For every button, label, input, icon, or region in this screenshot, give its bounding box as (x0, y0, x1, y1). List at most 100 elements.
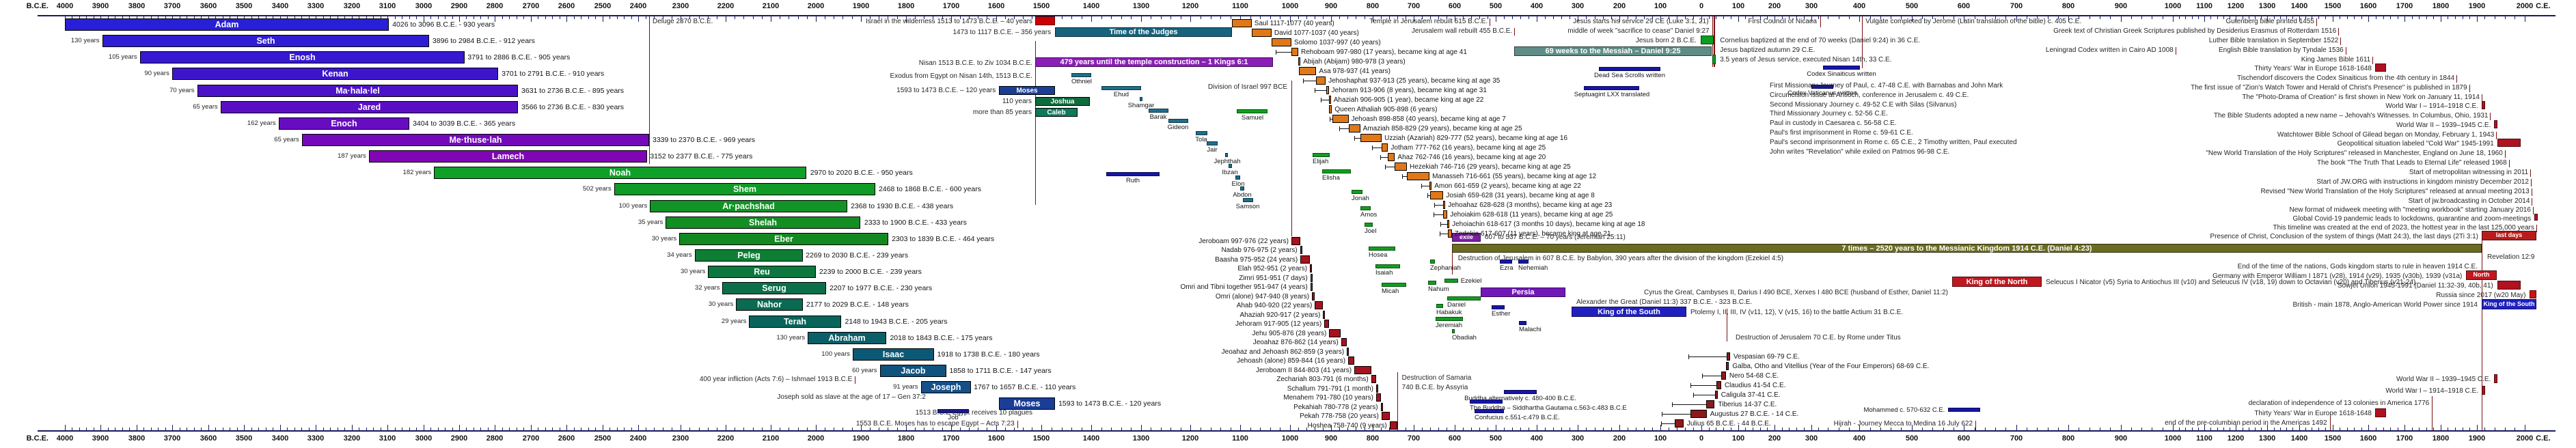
axis-tick (1023, 16, 1024, 19)
axis-tick-label: 4000 (56, 2, 74, 10)
smallbar-malachi (1519, 321, 1526, 325)
annotation-the-first-issue-of-zion-s-w: The first issue of "Zion's Watch Tower a… (2191, 84, 2467, 92)
axis-tick (1250, 16, 1251, 19)
axis-tick (816, 425, 817, 430)
axis-tick (915, 428, 916, 430)
lifebar-moses: Moses (999, 397, 1055, 410)
axis-tick-label: 3200 (343, 2, 361, 10)
smallbar-ezekiel (1444, 279, 1458, 283)
axis-line-bottom (38, 430, 2556, 432)
israel-king-jehoram (1324, 320, 1329, 328)
axis-tick-label: 2400 (629, 2, 647, 10)
lifebar-dates: 3566 to 2736 B.C.E. - 830 years (521, 103, 625, 111)
lifebar-name: Seth (256, 36, 275, 46)
axis-tick-label: 1200 (1181, 434, 1199, 443)
axis-tick (1339, 16, 1340, 19)
axis-tick (1161, 428, 1162, 430)
smallbar-label-ehud: Ehud (1113, 91, 1129, 98)
axis-tick (2412, 16, 2413, 19)
annotation-607-to-537-b-c-e-70-years: 607 to 537 B.C.E. – 70 years (Jeremiah 2… (1484, 234, 1626, 241)
smallbar-label-zephaniah: Zephaniah (1430, 264, 1461, 272)
axis-tick-label: 400 (1530, 2, 1544, 10)
axis-tick (654, 16, 655, 19)
axis-tick (1220, 16, 1221, 19)
annotation-tick (2340, 38, 2341, 45)
axis-tick-label: 1700 (942, 434, 960, 443)
period-ww2-top (2494, 120, 2497, 128)
event-line (1714, 16, 1715, 67)
axis-tick (609, 428, 610, 430)
axis-tick (743, 16, 744, 19)
annotation-start-of-metropolitan-witnes: Start of metropolitan witnessing in 2011 (2409, 169, 2529, 176)
lifebar-offset: 60 years (852, 367, 877, 374)
lifebar-nahor: Nahor (736, 298, 803, 311)
lifebar-dates: 2177 to 2029 B.C.E. - 148 years (806, 300, 909, 309)
axis-tick (323, 428, 324, 430)
emperor-whisker-cap (1701, 374, 1703, 378)
period-label-king-of-south-daniel: King of the South (1598, 307, 1660, 316)
axis-tick (1709, 428, 1710, 430)
axis-tick (480, 16, 481, 19)
axis-tick (488, 16, 489, 19)
smallbar-label-buddha-alternatively-c-480-400-b-c-e: Buddha alternatively c. 480-400 B.C.E. (1464, 395, 1576, 402)
axis-tick (1545, 16, 1546, 19)
axis-tick (2037, 16, 2038, 19)
lifebar-name: Adam (215, 20, 239, 29)
israel-king-jehu (1329, 329, 1341, 337)
axis-tick (366, 428, 367, 430)
axis-tick (2299, 16, 2300, 22)
axis-tick (708, 16, 709, 19)
annotation-russia-since-2017-w20-may: Russia since 2017 (w20 May) (2436, 292, 2526, 299)
event-line (1820, 16, 1821, 27)
axis-tick (2426, 428, 2427, 430)
axis-tick (1796, 428, 1797, 430)
smallbar-jephthah (1225, 153, 1228, 157)
axis-tick (488, 428, 489, 430)
israel-king-label: Nadab 976-975 (2 years) (1221, 247, 1298, 254)
annotation-greek-text-of-christian-gree: Greek text of Christian Greek Scriptures… (2053, 27, 2337, 35)
lifebar-name: Kenan (322, 69, 348, 79)
emperor-whisker-cap (1660, 421, 1662, 426)
smallbar-label-joel: Joel (1365, 227, 1377, 235)
axis-tick-label: 0 (1699, 2, 1704, 10)
axis-tick-label: 1400 (1082, 2, 1100, 10)
annotation-world-war-ii-1939-1945-c-e: World War II – 1939–1945 C.E. (2396, 122, 2491, 129)
axis-tick (1603, 428, 1604, 430)
axis-tick (617, 16, 618, 19)
axis-tick-label: 200 (1613, 434, 1626, 443)
smallbar-micah (1382, 283, 1406, 287)
axis-tick (395, 16, 396, 19)
period-thirty-years-war-bottom (2375, 408, 2386, 417)
axis-tick (1709, 16, 1710, 19)
israel-king-label: Zechariah 803-791 (6 months) (1276, 376, 1369, 383)
axis-tick (689, 16, 690, 19)
axis-tick (172, 425, 173, 430)
axis-tick-label: 1600 (2359, 2, 2377, 10)
smallbar-othniel (1071, 73, 1091, 77)
axis-tick-label: 400 (1530, 434, 1544, 443)
axis-tick (1804, 16, 1805, 19)
axis-tick (2469, 428, 2470, 430)
axis-tick (1586, 428, 1587, 430)
axis-tick-label: 3800 (128, 434, 146, 443)
annotation-thirty-years-war-in-europe: Thirty Years' War in Europe 1618-1648 (2254, 65, 2372, 72)
event-line (1452, 251, 1453, 275)
axis-tick (870, 16, 871, 19)
axis-tick (566, 16, 567, 22)
axis-tick-label: 1900 (2468, 434, 2486, 443)
axis-tick-label: 1200 (2227, 2, 2245, 10)
annotation-first-council-of-nicaea: First Council of Nicaea (1748, 18, 1817, 25)
axis-tick (122, 428, 123, 430)
axis-tick (861, 16, 862, 22)
axis-tick (1644, 16, 1645, 19)
age-whisker (1329, 119, 1332, 120)
judah-king-label: Ahaz 762-746 (16 years), became king at … (1397, 154, 1546, 161)
axis-tick (459, 16, 460, 22)
axis-tick (201, 16, 202, 19)
period-north (2466, 270, 2497, 280)
lifebar-offset: 70 years (169, 87, 195, 94)
axis-tick (1389, 428, 1390, 430)
annotation-tick (2372, 57, 2373, 64)
axis-tick (2318, 16, 2319, 19)
axis-tick (1479, 428, 1480, 430)
